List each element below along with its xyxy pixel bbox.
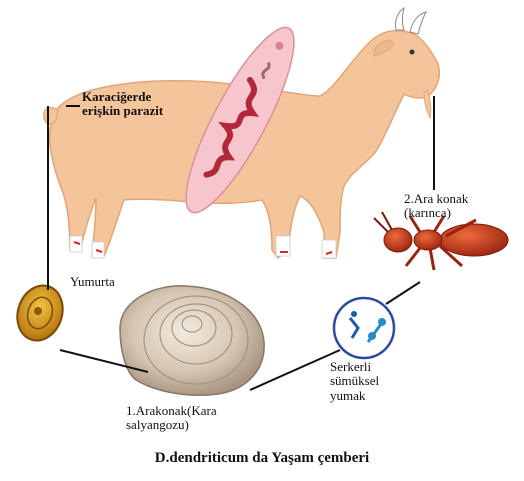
snail-illustration	[120, 286, 264, 395]
cercaria-label-line2: sümüksel	[330, 374, 379, 388]
goat-leg-front2	[322, 240, 336, 258]
second-host-label-line1: 2.Ara konak	[404, 192, 468, 206]
second-host-label: 2.Ara konak (karınca)	[404, 192, 468, 221]
cercaria-label: Serkerli sümüksel yumak	[330, 360, 379, 403]
second-host-label-line2: (karınca)	[404, 206, 468, 220]
adult-parasite-label-line2: erişkin parazit	[82, 104, 163, 118]
first-host-label-line2: salyangozu)	[126, 418, 217, 432]
egg-label: Yumurta	[70, 275, 115, 289]
diagram-caption: D.dendriticum da Yaşam çemberi	[0, 450, 524, 467]
first-host-label-line1: 1.Arakonak(Kara	[126, 404, 217, 418]
ant-illustration	[374, 212, 508, 270]
cercaria-label-line3: yumak	[330, 389, 379, 403]
goat-horn-left	[395, 8, 404, 30]
adult-parasite-label-line1: Karaciğerde	[82, 90, 163, 104]
goat-horn-right	[410, 12, 426, 34]
egg-illustration	[10, 280, 69, 347]
goat-leg-back1	[70, 236, 82, 252]
first-host-label: 1.Arakonak(Kara salyangozu)	[126, 404, 217, 433]
adult-parasite-label: Karaciğerde erişkin parazit	[82, 90, 163, 119]
goat-eye	[410, 50, 415, 55]
slimeball-illustration	[334, 298, 394, 358]
cercaria-label-line1: Serkerli	[330, 360, 379, 374]
